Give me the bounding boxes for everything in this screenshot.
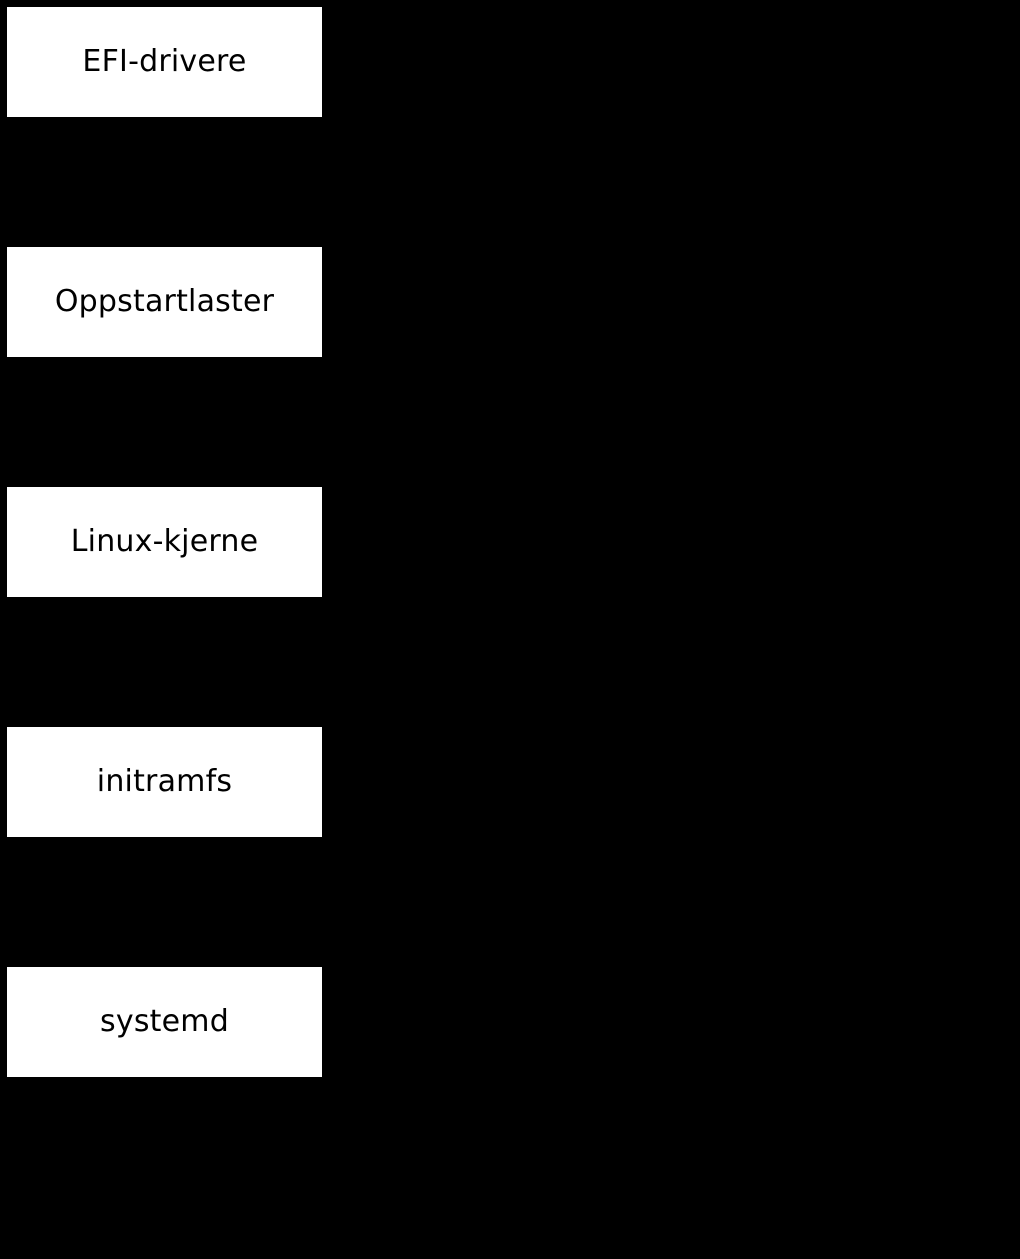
stage-box-bootloader[interactable]: Oppstartlaster [7, 247, 322, 357]
stage-label-systemd: systemd [100, 1004, 229, 1039]
stage-box-linux-kernel[interactable]: Linux-kjerne [7, 487, 322, 597]
stage-label-efi-drivers: EFI-drivere [82, 44, 247, 79]
stage-box-systemd[interactable]: systemd [7, 967, 322, 1077]
stage-label-linux-kernel: Linux-kjerne [70, 524, 259, 559]
stage-box-initramfs[interactable]: initramfs [7, 727, 322, 837]
stage-label-initramfs: initramfs [96, 764, 233, 799]
stage-box-efi-drivers[interactable]: EFI-drivere [7, 7, 322, 117]
stage-label-bootloader: Oppstartlaster [54, 284, 275, 319]
